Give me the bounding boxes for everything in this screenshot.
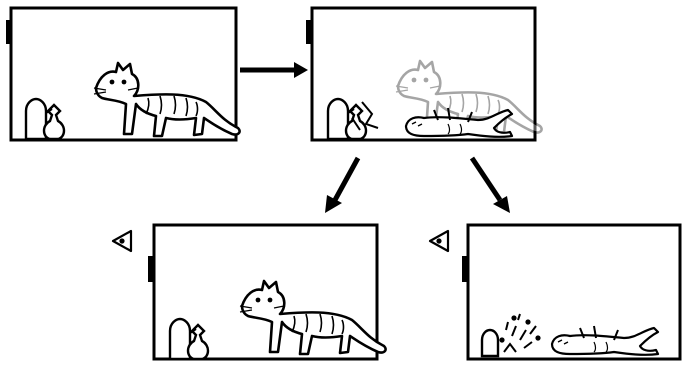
arrow-down-right <box>469 156 510 213</box>
observed-alive-box <box>111 223 387 361</box>
arrow-down-left <box>325 156 361 213</box>
shattered-flask <box>499 313 541 353</box>
superposition-box <box>306 6 543 142</box>
box-hinge <box>306 20 312 44</box>
initial-box <box>6 6 241 142</box>
observed-dead-box <box>428 223 682 361</box>
box-hinge <box>6 20 12 44</box>
eye-icon <box>111 229 133 253</box>
eye-icon <box>428 229 450 253</box>
box-hinge <box>462 256 468 282</box>
geiger-counter <box>480 328 500 358</box>
arrow-right <box>240 62 308 78</box>
box-hinge <box>148 256 154 282</box>
